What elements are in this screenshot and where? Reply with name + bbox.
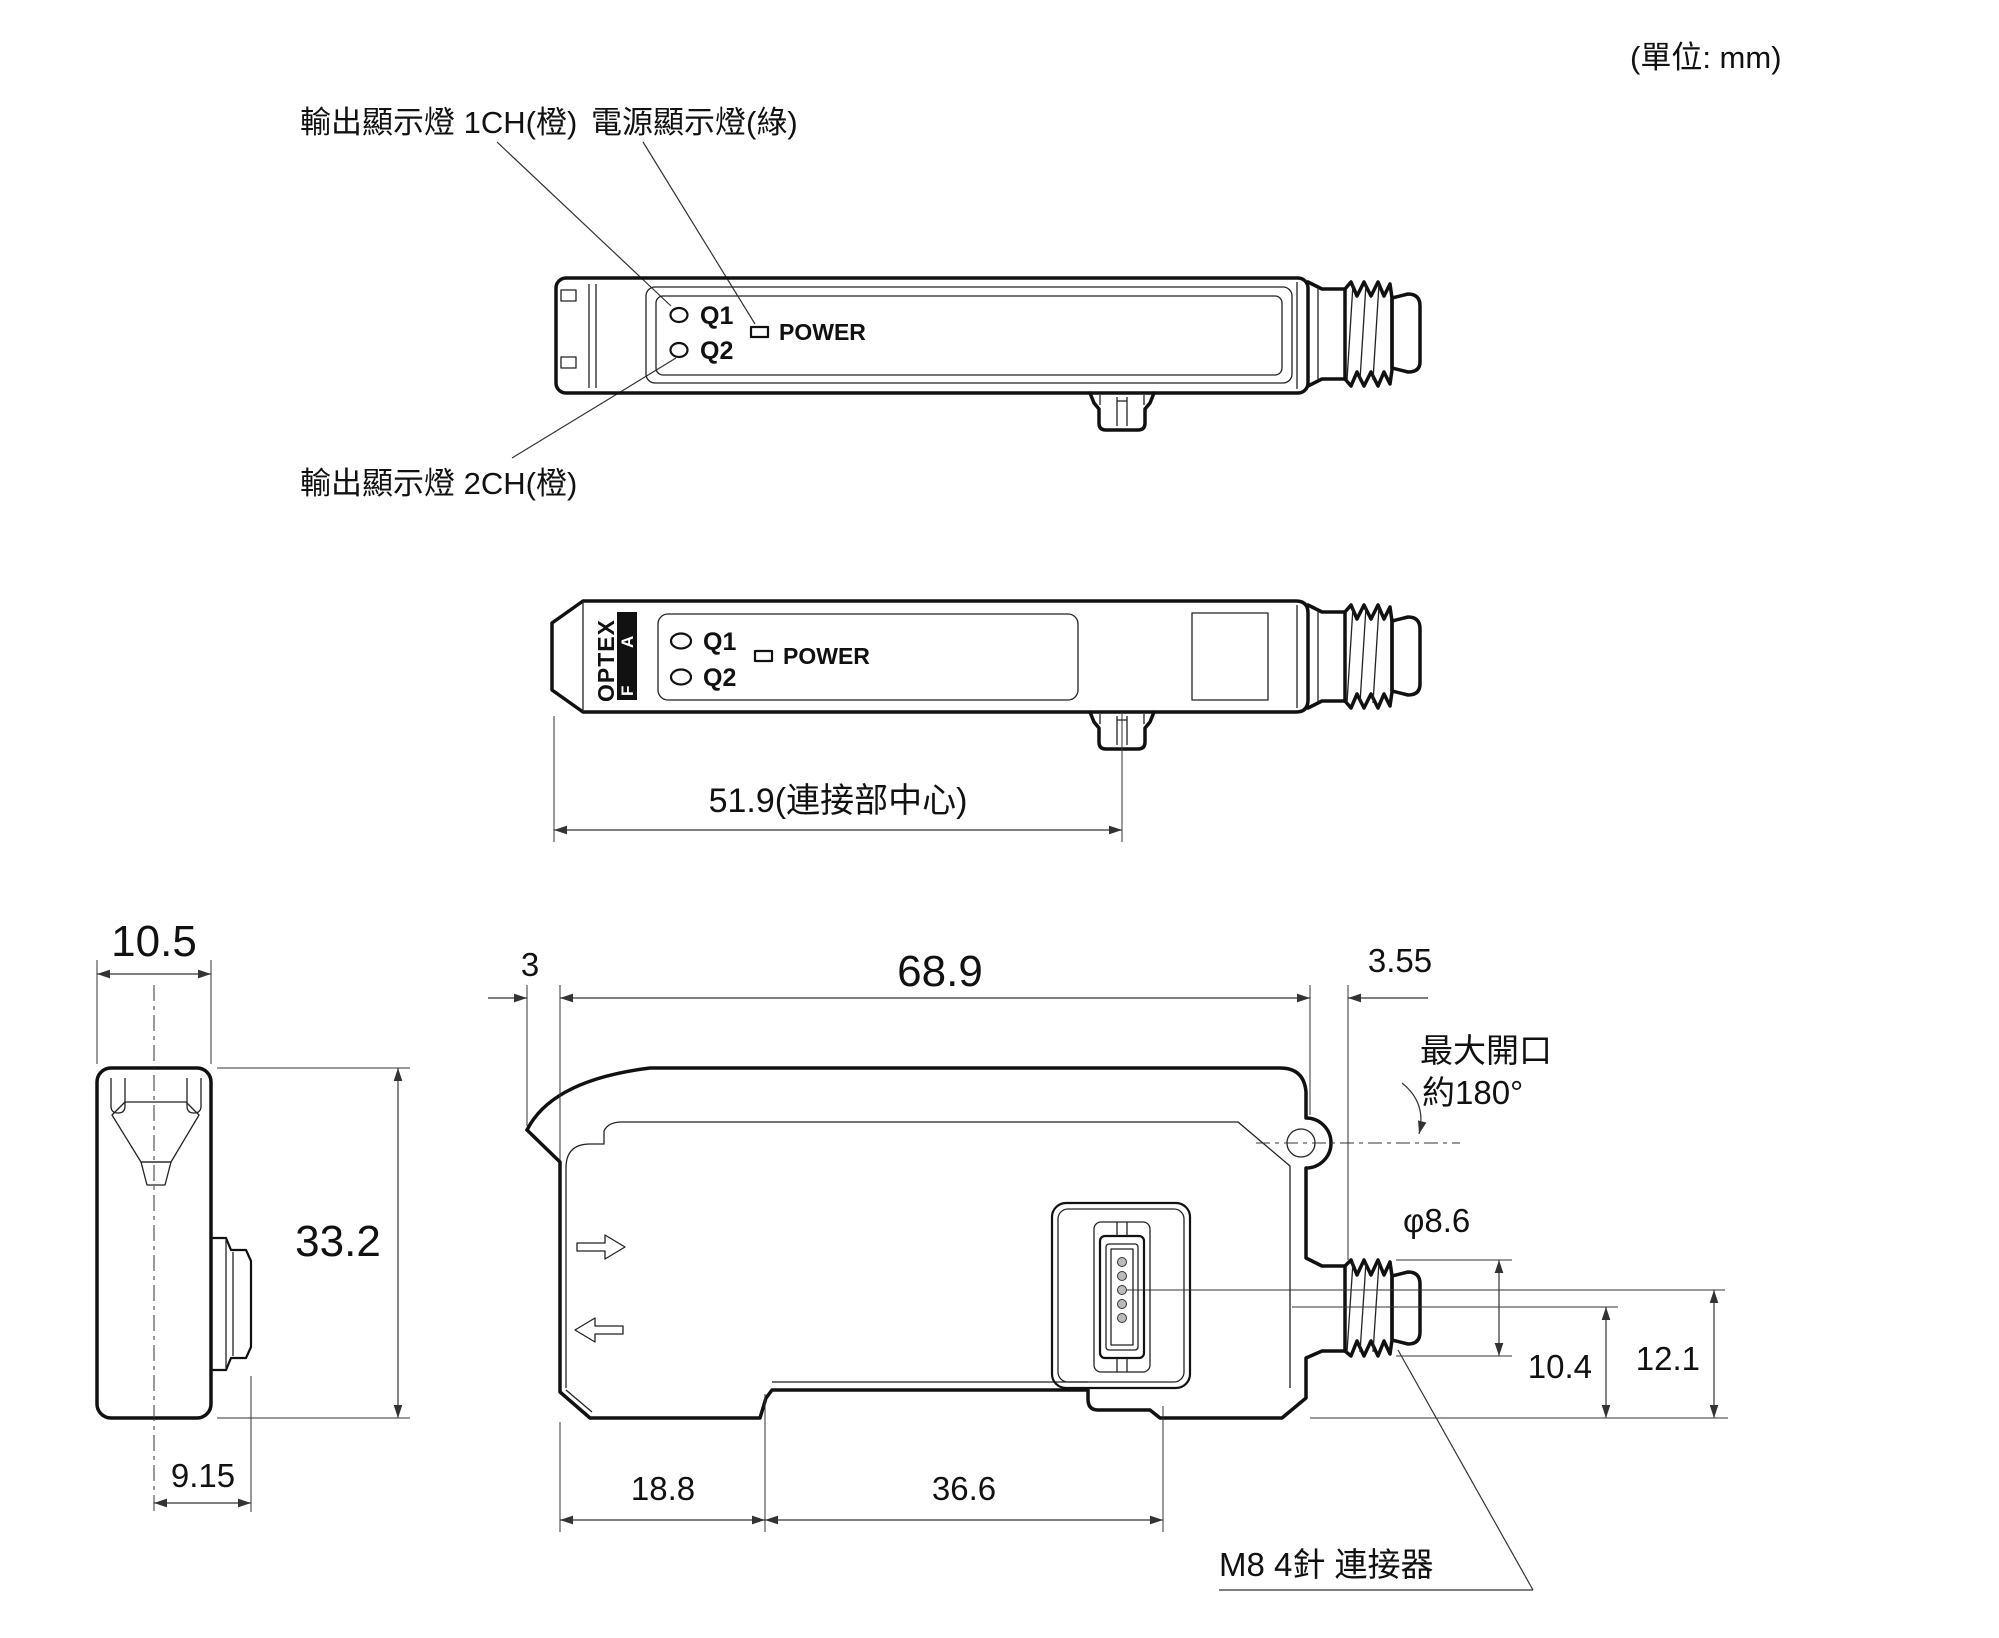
power-led-mid: [753, 649, 774, 663]
page-annotations: (單位: mm) 輸出顯示燈 1CH(橙) 電源顯示燈(綠) 輸出顯示燈 2CH…: [300, 40, 1782, 501]
side-view-clamp-detail: [110, 1078, 202, 1186]
top-view: Q1 Q2 POWER: [554, 276, 1422, 432]
middle-view-panel: [657, 613, 1079, 701]
callout-output-2ch: 輸出顯示燈 2CH(橙): [300, 466, 577, 501]
leader-1ch: [496, 141, 672, 307]
dim-33-2: 33.2: [217, 1067, 410, 1419]
side-view: 10.5 33.2 9.15: [95, 917, 410, 1512]
top-view-cable: [1306, 280, 1422, 388]
main-view-inner-outline: [565, 1121, 1291, 1388]
dim-51-9-text: 51.9(連接部中心): [709, 782, 968, 820]
callout-power-green: 電源顯示燈(綠): [591, 105, 798, 140]
dim-9-15: 9.15: [154, 1376, 252, 1512]
top-view-left-latch: [560, 284, 597, 388]
dim-12-1: 12.1: [1636, 1290, 1719, 1418]
dim-top-row: 3 68.9 3.55: [488, 942, 1432, 1260]
power-label-mid: POWER: [783, 643, 870, 669]
dim-51-9: 51.9(連接部中心): [553, 712, 1123, 842]
q2-led: [669, 341, 689, 359]
middle-view-cover-window: [1191, 612, 1269, 701]
m8-pins: [1117, 1257, 1127, 1323]
callout-output-1ch: 輸出顯示燈 1CH(橙): [300, 105, 577, 140]
dim-10-5-text: 10.5: [111, 917, 197, 966]
dim-36-6-text: 36.6: [932, 1470, 996, 1507]
m8-connector-text: M8 4針 連接器: [1219, 1546, 1434, 1583]
power-led: [749, 325, 770, 339]
arrow-right-icon: [576, 1234, 626, 1260]
top-view-body: [554, 276, 1310, 395]
power-label: POWER: [779, 319, 866, 345]
main-view: 最大開口 約180° 3 68.9 3.55 φ8.6: [488, 942, 1728, 1591]
q1-label: Q1: [700, 302, 733, 330]
m8-receptacle: [1050, 1201, 1192, 1390]
brand-fa-bottom: F: [618, 686, 637, 696]
dim-3-text: 3: [521, 946, 539, 983]
dim-cable-dia: φ8.6: [1396, 1202, 1512, 1357]
optex-fa-logo: OPTEX A F: [593, 612, 637, 702]
q1-led: [669, 306, 689, 324]
cable-cap: [1390, 292, 1422, 374]
m8-leader: [1397, 1349, 1534, 1591]
dim-bottom-row: 18.8 36.6: [559, 1394, 1164, 1532]
middle-view: OPTEX A F Q1 Q2 POWER: [550, 599, 1422, 842]
max-opening-text-1: 最大開口: [1420, 1032, 1552, 1069]
q1-label-mid: Q1: [703, 628, 736, 656]
brand-fa-bar: [617, 612, 637, 700]
dim-phi-8-6-text: φ8.6: [1403, 1202, 1470, 1239]
dim-12-1-text: 12.1: [1636, 1340, 1700, 1377]
middle-view-cable: [1306, 603, 1422, 710]
main-view-outline-upper: [525, 1066, 1347, 1268]
brand-fa-top: A: [618, 636, 637, 648]
leader-2ch: [511, 357, 677, 459]
dim-9-15-text: 9.15: [171, 1457, 235, 1494]
dim-10-4: 10.4: [1528, 1307, 1611, 1418]
max-opening-text-2: 約180°: [1422, 1074, 1523, 1111]
arrow-left-icon: [574, 1317, 624, 1343]
q2-led-mid: [669, 668, 693, 686]
dim-10-5: 10.5: [96, 917, 212, 1064]
main-view-outline-lower: [525, 1128, 1347, 1420]
brand-optex: OPTEX: [593, 619, 619, 702]
dim-33-2-text: 33.2: [295, 1217, 381, 1266]
dim-3-55-text: 3.55: [1368, 942, 1432, 979]
dim-18-8-text: 18.8: [631, 1470, 695, 1507]
cable-corrugation: [1343, 280, 1394, 388]
max-opening-callout: 最大開口 約180°: [1256, 1032, 1552, 1144]
q2-label-mid: Q2: [703, 664, 736, 692]
q1-led-mid: [669, 632, 693, 650]
leader-power: [642, 141, 756, 325]
top-view-panel: [645, 286, 1293, 384]
dim-10-4-text: 10.4: [1528, 1348, 1592, 1385]
dim-68-9-text: 68.9: [897, 947, 983, 996]
side-view-connector-bump: [211, 1236, 253, 1372]
main-view-cable: [1343, 1258, 1422, 1358]
cable-cap-main: [1390, 1270, 1422, 1346]
q2-label: Q2: [700, 337, 733, 365]
m8-callout: M8 4針 連接器: [1219, 1349, 1534, 1591]
max-opening-arrow: [1401, 1082, 1427, 1135]
unit-note: (單位: mm): [1630, 40, 1782, 75]
top-view-m8-tab: [1088, 391, 1156, 432]
fiber-insert-arrows: [574, 1234, 626, 1343]
middle-view-body: [550, 599, 1310, 714]
